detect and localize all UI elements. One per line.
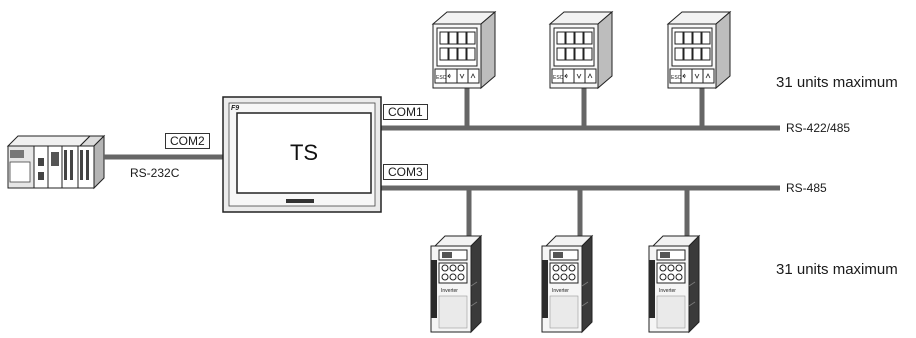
- svg-text:Inverter: Inverter: [441, 288, 458, 294]
- temperature-controller: ESC: [667, 11, 731, 89]
- inverter-device: Inverter: [648, 235, 700, 333]
- svg-text:Inverter: Inverter: [659, 288, 676, 294]
- ts-touch-panel: [222, 96, 382, 213]
- com2-port-label: COM2: [165, 133, 210, 149]
- svg-text:ESC: ESC: [553, 75, 564, 81]
- rs422-485-label: RS-422/485: [786, 121, 851, 135]
- rs485-label: RS-485: [786, 181, 827, 195]
- inverter-device: Inverter: [430, 235, 482, 333]
- temperature-controller: ESC: [549, 11, 613, 89]
- inverter-device: Inverter: [541, 235, 593, 333]
- svg-text:ESC: ESC: [671, 75, 682, 81]
- temperature-controller: ESC: [432, 11, 496, 89]
- units-max-top: 31 units maximum: [776, 74, 898, 91]
- com3-port-label: COM3: [383, 164, 428, 180]
- com1-port-label: COM1: [383, 104, 428, 120]
- svg-text:Inverter: Inverter: [552, 288, 569, 294]
- units-max-bottom: 31 units maximum: [776, 261, 898, 278]
- svg-text:ESC: ESC: [436, 75, 447, 81]
- plc-device: [6, 134, 106, 190]
- rs232c-label: RS-232C: [130, 166, 180, 180]
- ts-brand-mark: F9: [231, 105, 239, 112]
- ts-label: TS: [289, 140, 319, 165]
